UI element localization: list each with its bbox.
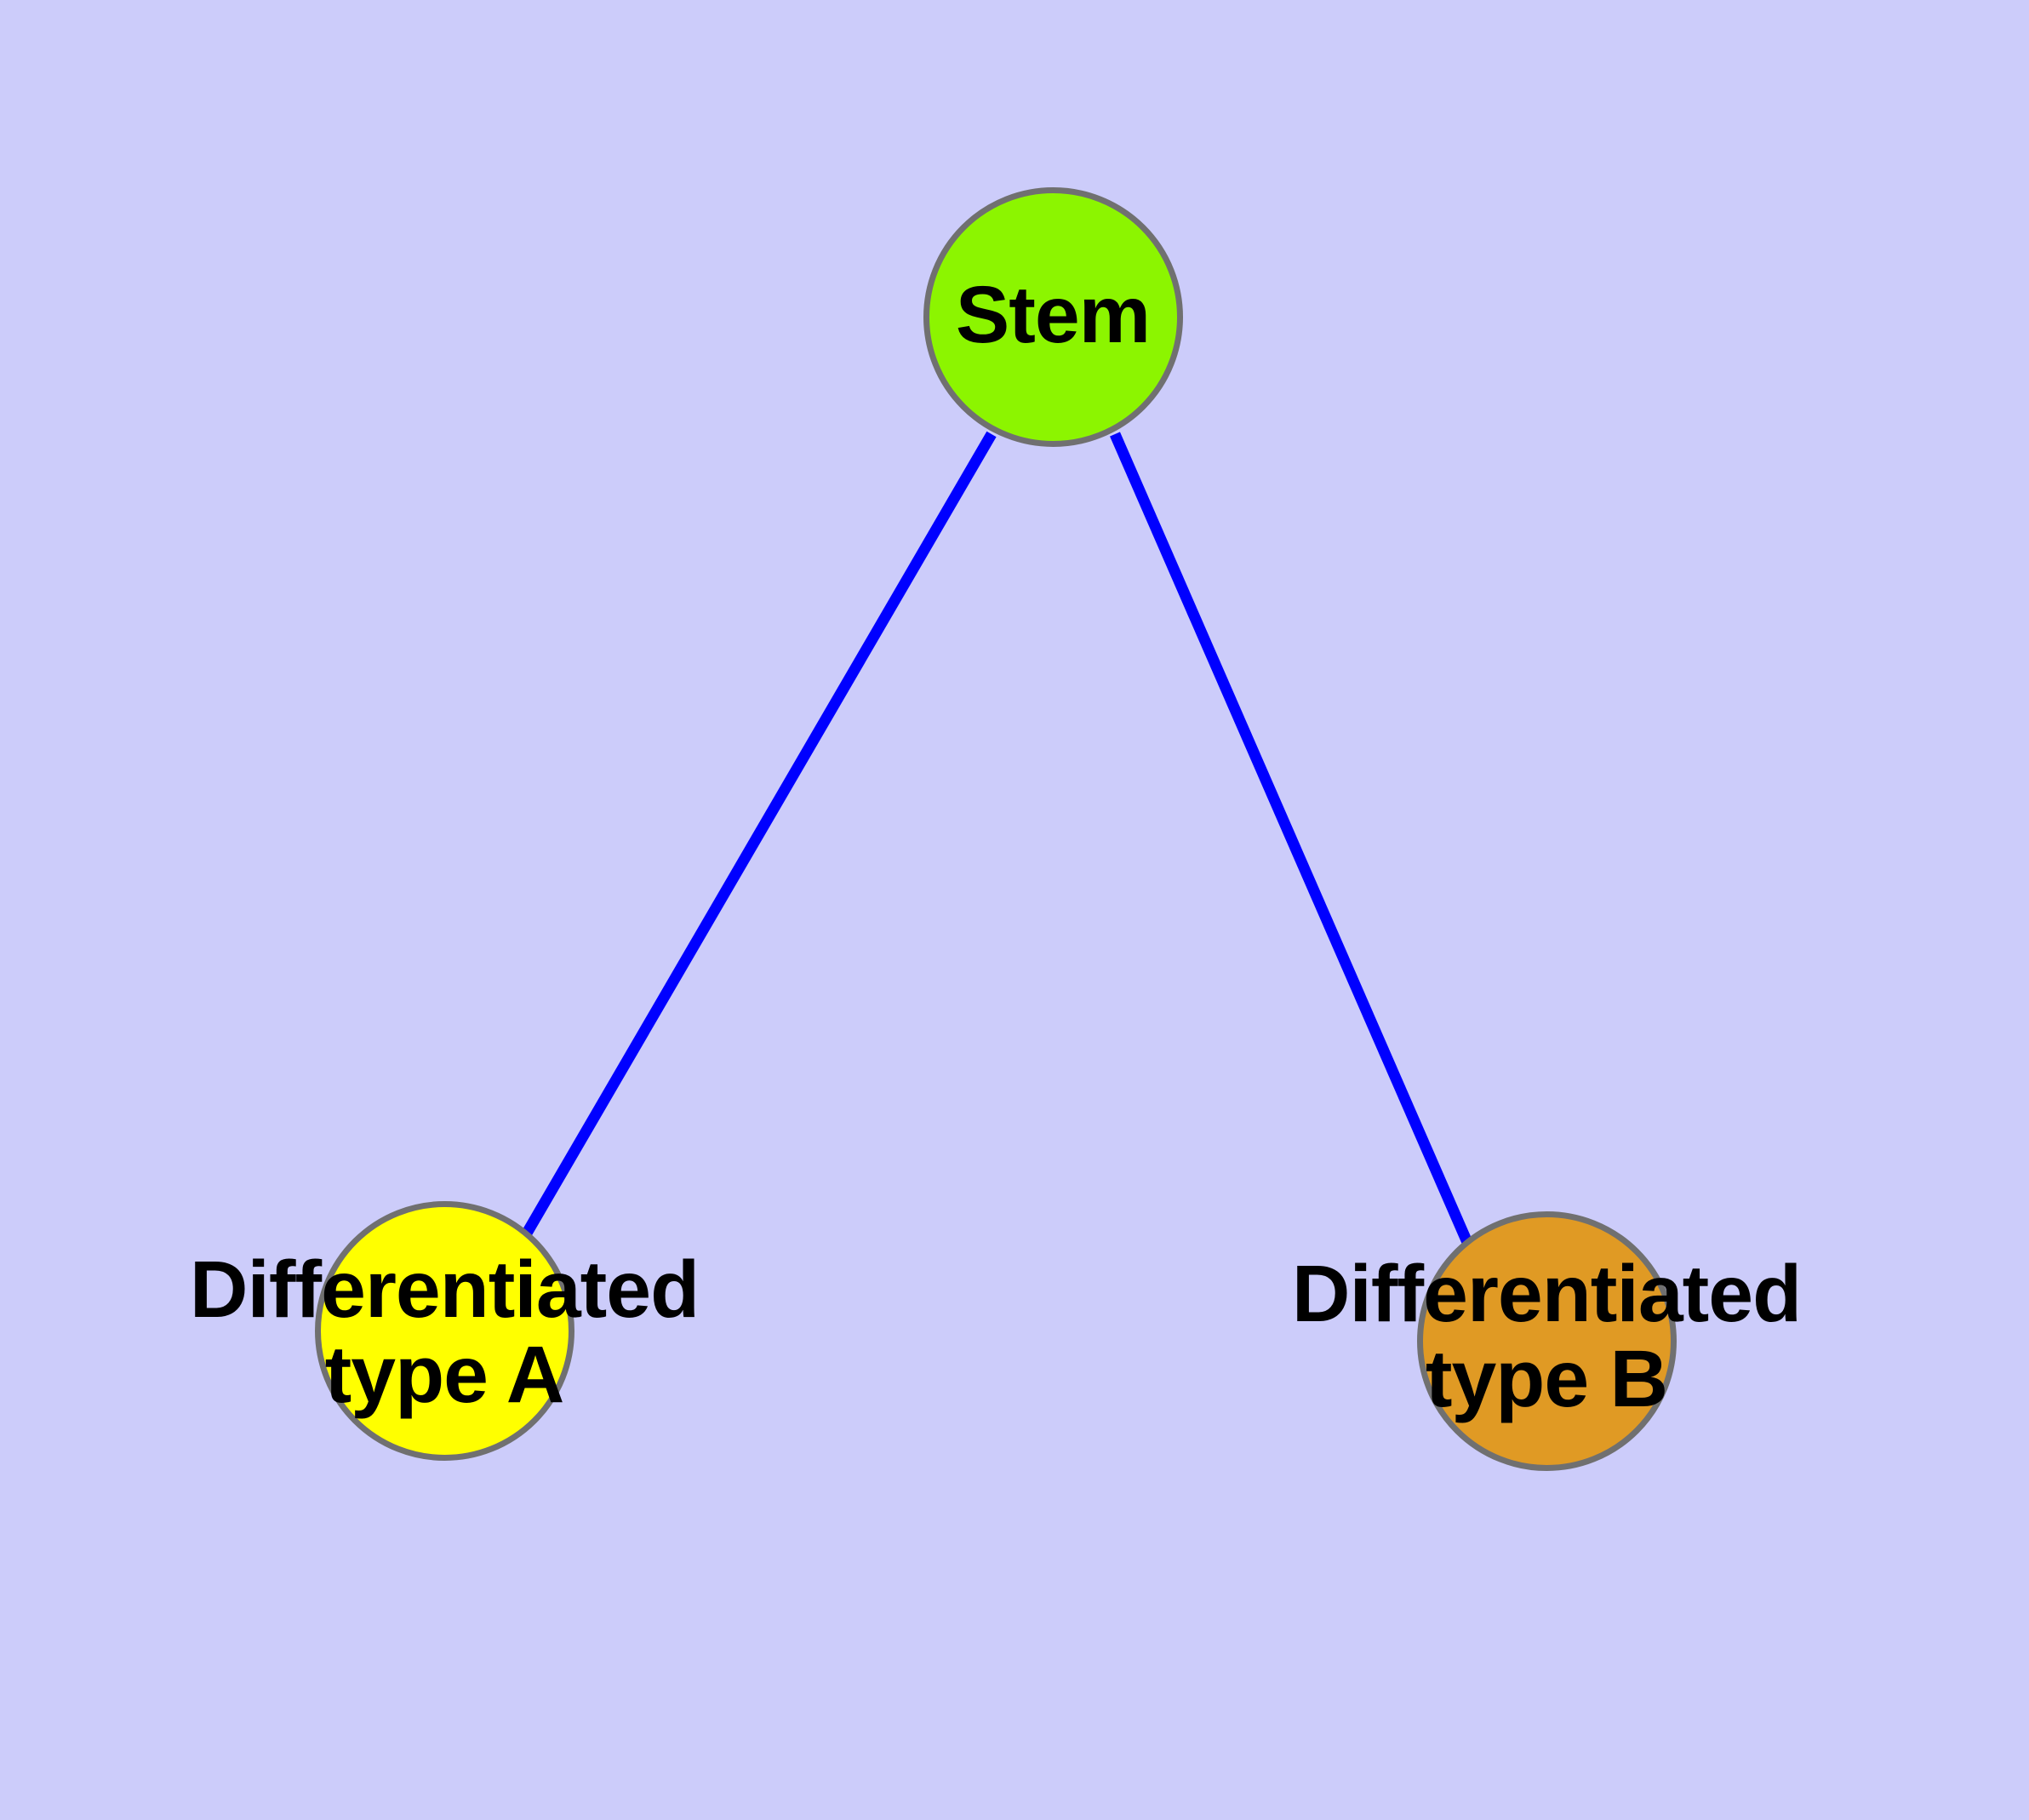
node-stem-label: Stem	[955, 270, 1151, 360]
node-stem[interactable]	[923, 187, 1183, 447]
node-type-b-label-line-2: type B	[1425, 1334, 1668, 1424]
node-type-b-label-line-1: Differentiated	[1291, 1249, 1802, 1339]
node-type-a-label-line-1: Differentiated	[189, 1245, 700, 1335]
edge-stem-to-type-b	[1110, 432, 1474, 1249]
node-differentiated-type-a[interactable]	[315, 1201, 574, 1461]
node-differentiated-type-b[interactable]	[1417, 1211, 1677, 1471]
node-type-a-label-line-2: type A	[324, 1330, 565, 1420]
node-type-b-label: Differentiated type B	[1291, 1249, 1802, 1424]
node-type-a-label: Differentiated type A	[189, 1245, 700, 1420]
edge-stem-to-type-a	[520, 431, 997, 1239]
node-stem-label-line-1: Stem	[955, 270, 1151, 360]
